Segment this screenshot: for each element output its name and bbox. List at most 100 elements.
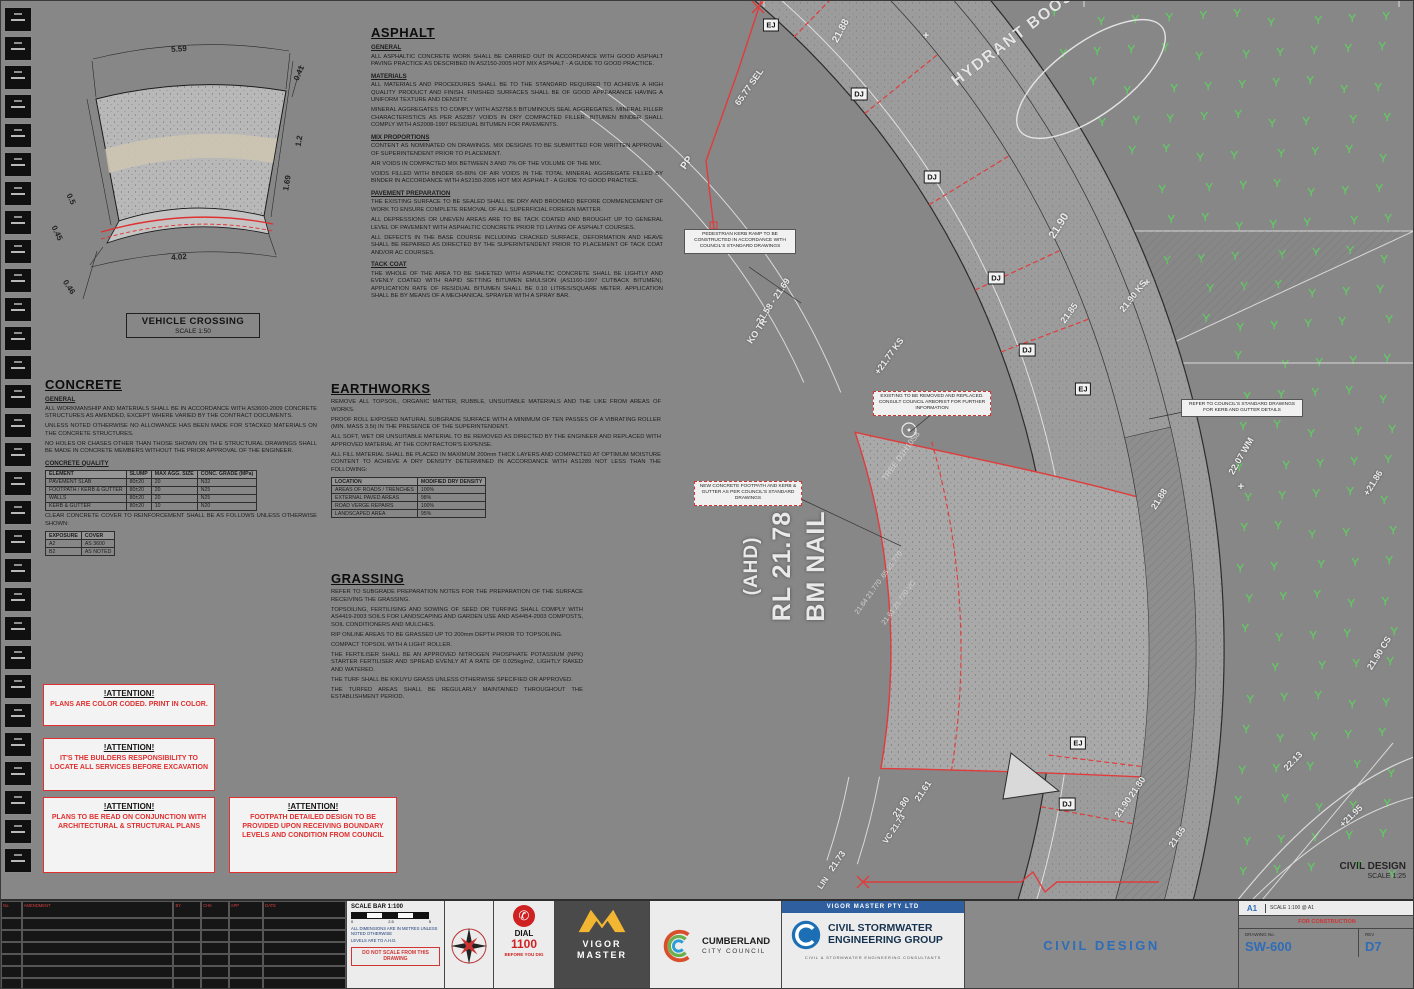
vigor-master-logo: VIGOR MASTER (554, 901, 649, 988)
grass-symbol (1387, 768, 1396, 778)
revision-cell (4, 587, 32, 612)
grass-symbol (1378, 41, 1387, 51)
issue-status: FOR CONSTRUCTION (1239, 916, 1413, 929)
grass-symbol (1379, 394, 1388, 404)
grass-symbol (1347, 598, 1356, 608)
grass-symbol (1234, 350, 1243, 360)
grass-symbol (1093, 46, 1102, 56)
revtable-cell (173, 930, 202, 942)
grass-symbol (1238, 79, 1247, 89)
grass-symbol (1201, 212, 1210, 222)
compass-icon (451, 927, 487, 964)
note-paragraph: ALL FILL MATERIAL SHALL BE PLACED IN MAX… (331, 451, 661, 473)
revtable-cell (21, 942, 174, 954)
grass-symbol (1162, 143, 1171, 153)
revtable-cell (1, 930, 22, 942)
firm-c-icon (791, 920, 821, 950)
revision-cell (4, 616, 32, 641)
grass-symbol (1380, 254, 1389, 264)
revision-cell (4, 297, 32, 322)
revision-cell (4, 181, 32, 206)
revtable-cell (173, 942, 202, 954)
grass-symbol (1236, 322, 1245, 332)
grassing-heading: GRASSING (331, 571, 405, 586)
revtable-cell (263, 978, 346, 988)
revtable-cell (201, 918, 229, 930)
grass-symbol (1270, 561, 1279, 571)
revtable-cell (228, 966, 264, 978)
grass-symbol (1315, 357, 1324, 367)
attention-box-footpath: !ATTENTION! FOOTPATH DETAILED DESIGN TO … (229, 797, 397, 873)
boundary-line (705, 1, 762, 230)
note-subheading: PAVEMENT PREPARATION (371, 189, 451, 197)
expansion-joint-marker: EJ (1069, 736, 1087, 750)
sheet-scale: SCALE 1:100 @ A1 (1270, 905, 1314, 911)
grass-symbol (1388, 424, 1397, 434)
grass-symbol (1311, 146, 1320, 156)
survey-cross (751, 1, 765, 14)
grass-symbol (1233, 8, 1242, 18)
grass-symbol (1343, 628, 1352, 638)
attention-box-read-with: !ATTENTION! PLANS TO BE READ ON CONJUNCT… (43, 797, 215, 873)
grass-symbol (1348, 13, 1357, 23)
revtable-cell (228, 978, 264, 988)
note-subheading: CONCRETE QUALITY (45, 459, 109, 467)
grass-symbol (1282, 460, 1291, 470)
dial-before-you-dig: ✆ DIAL 1100 BEFORE YOU DIG (493, 901, 554, 988)
grass-symbol (1097, 16, 1106, 26)
grass-symbol (1274, 520, 1283, 530)
grass-symbol (1277, 834, 1286, 844)
concrete-heading: CONCRETE (45, 377, 122, 392)
grass-symbol (1375, 183, 1384, 193)
grass-symbol (1384, 454, 1393, 464)
revtable-cell (263, 942, 346, 954)
grass-symbol (1165, 12, 1174, 22)
callout-note: REFER TO COUNCIL'S STANDARD DRAWINGS FOR… (1181, 399, 1303, 418)
grass-symbol (1244, 492, 1253, 502)
note-paragraph: ALL ASPHALTIC CONCRETE WORK SHALL BE CAR… (371, 53, 663, 68)
grass-symbol (1342, 527, 1351, 537)
grass-symbol (1341, 185, 1350, 195)
note-paragraph: THE EXISTING SURFACE TO BE SEALED SHALL … (371, 199, 663, 213)
grass-symbol (1246, 694, 1255, 704)
revision-cell (4, 848, 32, 873)
grass-symbol (1344, 43, 1353, 53)
note-paragraph: REMOVE ALL TOPSOIL, ORGANIC MATTER, RUBB… (331, 399, 661, 413)
grass-symbol (1307, 187, 1316, 197)
grass-symbol (1350, 456, 1359, 466)
grass-symbol (1384, 213, 1393, 223)
grass-symbol (1354, 426, 1363, 436)
grass-symbol (1318, 660, 1327, 670)
grass-symbol (1243, 836, 1252, 846)
grass-symbol (1346, 486, 1355, 496)
joint-lines (793, 1, 1145, 825)
grass-symbol (1342, 286, 1351, 296)
benchmark-label: (AHD) RL 21.78 BM NAIL (741, 510, 830, 622)
sheet-title: CIVIL DESIGN (964, 901, 1238, 988)
spot-level-label: + (1143, 277, 1151, 289)
plan-title: CIVIL DESIGN SCALE 1:25 (1339, 861, 1407, 880)
grass-symbol (1383, 353, 1392, 363)
revision-cell (4, 500, 32, 525)
revision-cell (4, 65, 32, 90)
grass-symbol (1089, 76, 1098, 86)
revision-cell (4, 210, 32, 235)
revision-cell (4, 326, 32, 351)
expansion-joint-marker: EJ (1074, 382, 1092, 396)
callout-note: PEDESTRIAN KERB RAMP TO BE CONSTRUCTED I… (684, 229, 796, 254)
revtable-cell (263, 954, 346, 966)
revtable-cell (201, 930, 229, 942)
grass-symbol (1268, 118, 1277, 128)
grass-symbol (1314, 690, 1323, 700)
revtable-header: DATE (263, 901, 346, 918)
drawing-number-block: A1 SCALE 1:100 @ A1 FOR CONSTRUCTION DRA… (1238, 901, 1413, 988)
grass-symbol (1314, 15, 1323, 25)
revtable-cell (201, 966, 229, 978)
revision-cell (4, 413, 32, 438)
revision-strip (4, 7, 32, 877)
dimension-label: 4.02 (170, 251, 188, 263)
revision-cell (4, 442, 32, 467)
